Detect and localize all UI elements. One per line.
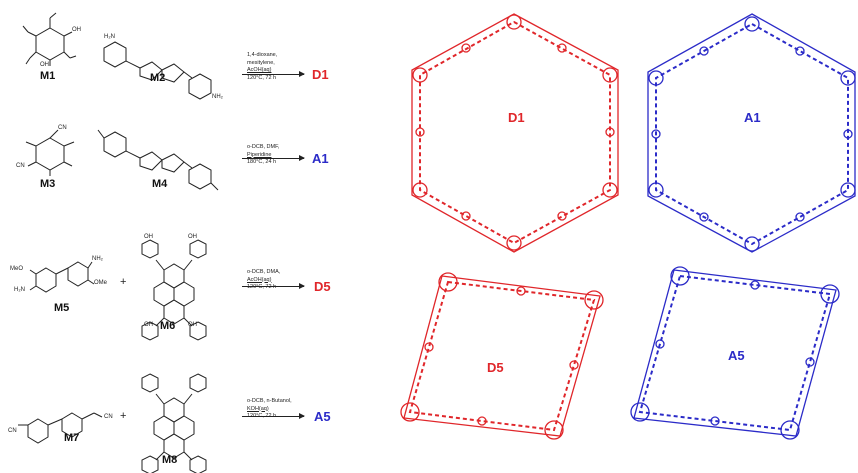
m5-structure (29, 261, 95, 293)
m3-structure (25, 129, 75, 176)
m5-meo: MeO (10, 266, 24, 272)
reaction-3-product: D5 (314, 279, 331, 294)
condition-line: 120°C, 72 h (247, 284, 277, 290)
reaction-4-product: A5 (314, 409, 331, 424)
condition-line: AcOH(aq) (247, 67, 272, 73)
reaction-2-conditions: o-DCB, DMF, Piperidine 180°C, 24 h (247, 144, 279, 167)
m1-oh-2: OH (40, 62, 49, 68)
m1-label: M1 (40, 70, 56, 82)
reaction-3-arrow (242, 283, 305, 289)
m6-label: M6 (160, 320, 176, 332)
reaction-3-conditions: o-DCB, DMA, AcOH(aq) 120°C, 72 h (247, 269, 280, 292)
reaction-4-arrow (242, 413, 305, 419)
m8-structure (141, 373, 207, 473)
m3-label: M3 (40, 178, 56, 190)
m5-nh2-1: NH₂ (92, 256, 103, 262)
m6-oh-2: OH (188, 234, 197, 240)
condition-line: 120°C, 72 h (247, 74, 277, 81)
m7-cn-1: CN (8, 428, 17, 434)
m5-label: M5 (54, 302, 70, 314)
a1-framework-label: A1 (744, 110, 761, 125)
reaction-1-arrow (242, 71, 305, 77)
reaction-2-product: A1 (312, 151, 329, 166)
reaction-1-product: D1 (312, 67, 329, 82)
condition-line: AcOH(aq) (247, 276, 272, 283)
m7-cn-2: CN (104, 414, 113, 420)
m2-structure (103, 41, 212, 100)
m2-nh2-1: H₂N (104, 34, 115, 40)
m3-cn-1: CN (58, 125, 67, 131)
m1-structure (22, 12, 77, 66)
plus-sign: + (120, 276, 127, 288)
condition-line: KOH(aq) (247, 405, 269, 412)
d1-framework-label: D1 (508, 110, 525, 125)
m7-structure (18, 412, 103, 444)
condition-line: 1,4-dioxane, (247, 52, 278, 58)
m4-structure (97, 129, 219, 191)
m1-oh-1: OH (72, 27, 81, 33)
m8-label: M8 (162, 454, 178, 466)
reaction-2-arrow (242, 155, 305, 161)
m6-oh-4: OH (188, 322, 197, 328)
m4-label: M4 (152, 178, 168, 190)
m5-ome: OMe (94, 280, 108, 286)
condition-line: o-DCB, DMF, (247, 144, 280, 150)
m3-cn-2: CN (16, 163, 25, 169)
condition-line: mesitylene, (247, 59, 275, 66)
m2-nh2-2: NH₂ (212, 94, 223, 100)
m5-nh2-2: H₂N (14, 287, 25, 293)
a5-framework-label: A5 (728, 348, 745, 363)
m6-oh-1: OH (144, 234, 153, 240)
reaction-1-conditions: 1,4-dioxane, mesitylene, AcOH(aq) 120°C,… (247, 52, 277, 82)
m6-structure (141, 239, 207, 341)
condition-line: Piperidine (247, 151, 272, 158)
condition-line: 180°C, 24 h (247, 159, 277, 165)
m7-label: M7 (64, 432, 80, 444)
m2-label: M2 (150, 72, 166, 84)
condition-line: o-DCB, DMA, (247, 269, 281, 275)
d5-framework-label: D5 (487, 360, 504, 375)
condition-line: o-DCB, n-Butanol, (247, 398, 292, 404)
m6-oh-3: OH (144, 322, 153, 328)
plus-sign: + (120, 410, 127, 422)
